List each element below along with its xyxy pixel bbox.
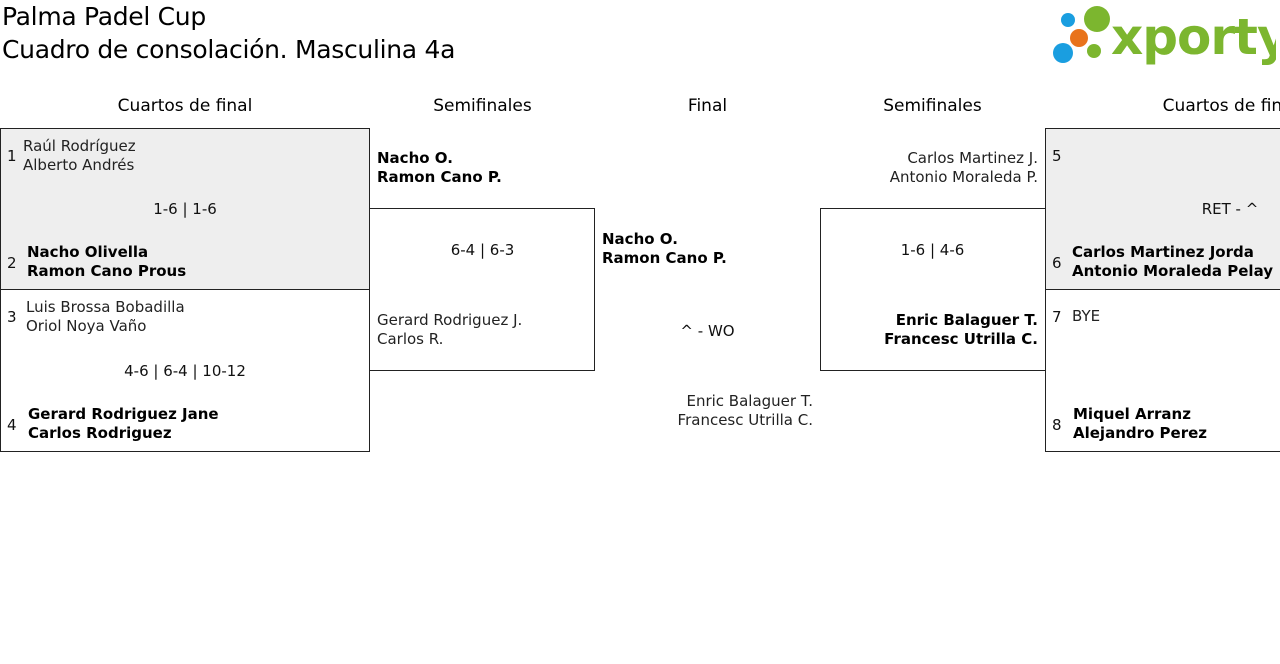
- left-sf-top-team-winner: Nacho O. Ramon Cano P.: [377, 149, 502, 187]
- player-name: Carlos Martinez J.: [907, 149, 1038, 167]
- left-sf-match[interactable]: [369, 208, 595, 371]
- player-name: Alejandro Perez: [1073, 424, 1207, 442]
- left-qf-match-1[interactable]: [0, 128, 370, 290]
- player-name: Gerard Rodriguez J.: [377, 311, 523, 329]
- player-name: Nacho O.: [377, 149, 453, 167]
- round-header-left-sf: Semifinales: [433, 96, 532, 116]
- logo-dot-blue-small: [1061, 13, 1075, 27]
- player-name: Gerard Rodriguez Jane: [28, 405, 219, 423]
- right-qf-match-1[interactable]: [1045, 128, 1280, 290]
- right-sf-top-team: Carlos Martinez J. Antonio Moraleda P.: [890, 149, 1038, 187]
- player-name: Francesc Utrilla C.: [677, 411, 813, 429]
- right-qf-2-bottom-team-winner: Miquel Arranz Alejandro Perez: [1073, 405, 1207, 443]
- player-name: Raúl Rodríguez: [23, 137, 136, 155]
- round-header-left-qf: Cuartos de final: [117, 96, 253, 116]
- seed-number: 2: [7, 254, 17, 272]
- round-header-right-qf: Cuartos de final: [1162, 96, 1280, 116]
- player-name: Ramon Cano P.: [602, 249, 727, 267]
- left-qf-2-score: 4-6 | 6-4 | 10-12: [124, 362, 246, 380]
- player-name: Carlos R.: [377, 330, 444, 348]
- player-name: Nacho O.: [602, 230, 678, 248]
- player-name: Enric Balaguer T.: [895, 311, 1038, 329]
- player-name: Oriol Noya Vaño: [26, 317, 147, 335]
- round-header-right-sf: Semifinales: [883, 96, 982, 116]
- logo-dot-green-small: [1087, 44, 1101, 58]
- left-sf-bottom-team: Gerard Rodriguez J. Carlos R.: [377, 311, 522, 349]
- logo-dot-orange: [1070, 29, 1088, 47]
- player-name: Antonio Moraleda P.: [889, 168, 1038, 186]
- seed-number: 5: [1052, 147, 1062, 165]
- player-name: Nacho Olivella: [27, 243, 149, 261]
- left-qf-1-bottom-team-winner: Nacho Olivella Ramon Cano Prous: [27, 243, 186, 281]
- player-name: Enric Balaguer T.: [686, 392, 813, 410]
- seed-number: 6: [1052, 254, 1062, 272]
- player-name: Antonio Moraleda Pelay: [1072, 262, 1274, 280]
- player-name: Luis Brossa Bobadilla: [26, 298, 185, 316]
- logo-dot-green: [1084, 6, 1110, 32]
- round-header-final: Final: [687, 96, 728, 116]
- player-name: Carlos Martinez Jorda: [1072, 243, 1254, 261]
- final-top-team-winner: Nacho O. Ramon Cano P.: [602, 230, 727, 268]
- page-title: Palma Padel Cup: [2, 2, 206, 31]
- seed-number: 8: [1052, 416, 1062, 434]
- right-qf-1-bottom-team-winner: Carlos Martinez Jorda Antonio Moraleda P…: [1072, 243, 1273, 281]
- left-qf-1-top-team: Raúl Rodríguez Alberto Andrés: [23, 137, 136, 175]
- right-qf-2-top-team: BYE: [1072, 307, 1100, 326]
- left-sf-score: 6-4 | 6-3: [450, 241, 515, 259]
- player-name: Francesc Utrilla C.: [884, 330, 1038, 348]
- logo-text: xporty: [1111, 8, 1276, 66]
- player-name: Alberto Andrés: [23, 156, 135, 174]
- seed-number: 4: [7, 416, 17, 434]
- seed-number: 1: [7, 147, 17, 165]
- xporty-logo: xporty: [1053, 6, 1276, 66]
- right-qf-column: 5 RET - ^ 6 Carlos Martinez Jorda Antoni…: [1045, 128, 1280, 452]
- player-name: Miquel Arranz: [1073, 405, 1191, 423]
- right-qf-match-2[interactable]: [1045, 289, 1280, 452]
- player-name: Ramon Cano P.: [377, 168, 502, 186]
- player-name: Ramon Cano Prous: [27, 262, 187, 280]
- seed-number: 3: [7, 308, 17, 326]
- left-qf-1-score: 1-6 | 1-6: [153, 200, 217, 218]
- left-qf-2-top-team: Luis Brossa Bobadilla Oriol Noya Vaño: [26, 298, 185, 336]
- page-subtitle: Cuadro de consolación. Masculina 4a: [2, 35, 456, 64]
- logo-dot-blue: [1053, 43, 1073, 63]
- player-name: BYE: [1072, 307, 1101, 325]
- player-name: Carlos Rodriguez: [28, 424, 172, 442]
- right-sf-score: 1-6 | 4-6: [900, 241, 965, 259]
- left-qf-2-bottom-team-winner: Gerard Rodriguez Jane Carlos Rodriguez: [28, 405, 219, 443]
- final-score: ^ - WO: [680, 322, 735, 340]
- right-sf-bottom-team-winner: Enric Balaguer T. Francesc Utrilla C.: [884, 311, 1038, 349]
- right-qf-1-score: RET - ^: [1201, 200, 1259, 218]
- final-bottom-team: Enric Balaguer T. Francesc Utrilla C.: [678, 392, 813, 430]
- seed-number: 7: [1052, 308, 1062, 326]
